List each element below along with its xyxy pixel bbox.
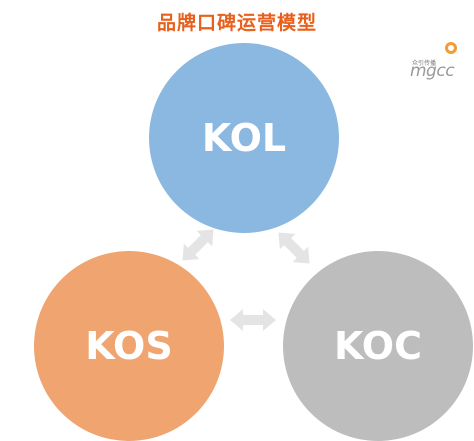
arrow-shape (278, 232, 310, 264)
arrow-shape (230, 309, 276, 331)
node-koc-label: KOC (334, 324, 422, 368)
node-kos: KOS (34, 251, 224, 441)
nodes-layer: KOL KOS KOC (34, 43, 473, 441)
logo-wordmark: mgcc (410, 61, 455, 81)
node-kos-label: KOS (85, 324, 172, 368)
logo-ring-icon (445, 42, 457, 54)
logo-tagline: 众引传播 (412, 60, 437, 67)
arrows-layer (182, 229, 310, 331)
double-arrow-icon (230, 309, 276, 331)
node-kol-label: KOL (202, 116, 286, 160)
double-arrow-icon (182, 229, 214, 261)
brand-logo: 众引传播 mgcc (406, 40, 466, 84)
node-kol-circle (149, 43, 339, 233)
diagram-title: 品牌口碑运营模型 (156, 12, 317, 34)
node-koc-circle (283, 251, 473, 441)
node-koc: KOC (283, 251, 473, 441)
double-arrow-icon (278, 232, 310, 264)
arrow-shape (182, 229, 214, 261)
node-kos-circle (34, 251, 224, 441)
node-kol: KOL (149, 43, 339, 233)
